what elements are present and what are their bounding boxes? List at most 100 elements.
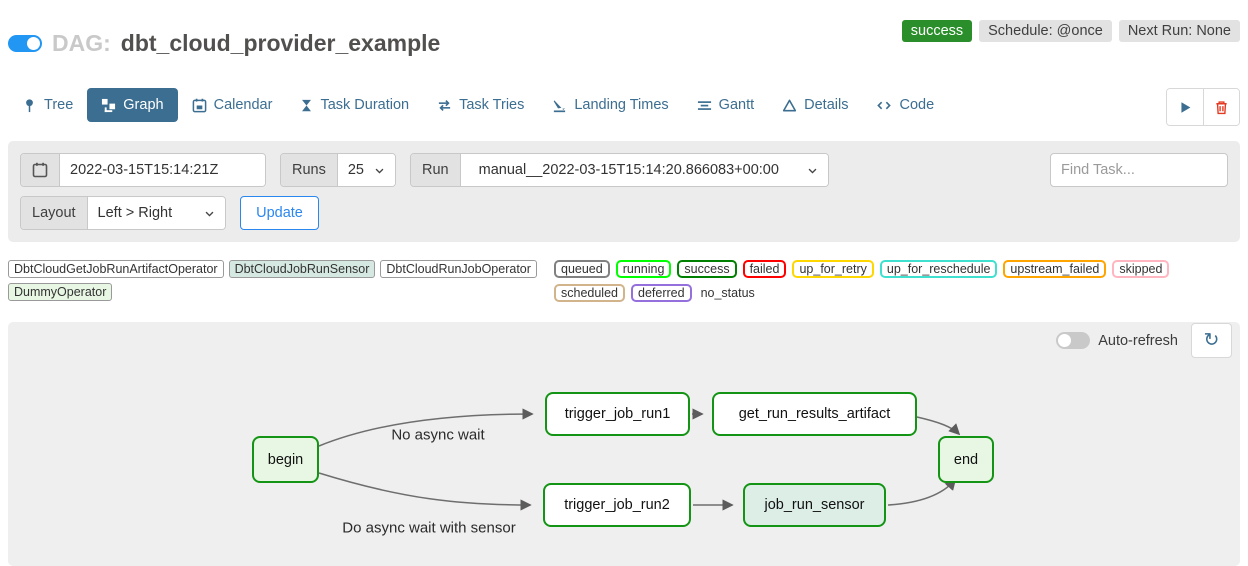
header: DAG: dbt_cloud_provider_example success … [0,0,1248,70]
layout-value: Left > Right [97,205,173,221]
graph-panel: Auto-refresh ↻ No async wait Do async wa… [8,322,1240,566]
tab-task-tries[interactable]: Task Tries [423,88,538,122]
state-badge-running[interactable]: running [615,260,672,278]
state-badge-failed[interactable]: failed [742,260,787,278]
graph-node-trigger-job-run1[interactable]: trigger_job_run1 [545,392,690,436]
tab-label: Task Duration [320,97,410,113]
operator-badge: DbtCloudGetJobRunArtifactOperator [8,260,224,278]
dag-action-buttons [1166,88,1240,126]
page-title: dbt_cloud_provider_example [120,30,441,56]
graph-node-end[interactable]: end [938,436,994,483]
edge-sensor-end [887,478,957,506]
graph-node-get-run-results-artifact[interactable]: get_run_results_artifact [712,392,917,436]
tab-task-duration[interactable]: Task Duration [286,88,423,122]
state-badge-scheduled[interactable]: scheduled [554,284,625,302]
tab-bar: Tree Graph Calendar Task Duration Task T… [8,88,1240,126]
calendar-addon[interactable] [21,154,60,186]
details-icon [783,99,797,111]
runs-value: 25 [347,162,364,178]
tab-tree[interactable]: Tree [8,88,87,122]
hourglass-icon [302,99,312,111]
tab-label: Calendar [213,97,273,113]
tab-label: Code [899,97,935,113]
operator-badge: DummyOperator [8,283,113,301]
tree-icon [26,98,33,112]
refresh-button[interactable]: ↻ [1191,323,1232,358]
state-badge-upstream-failed[interactable]: upstream_failed [1003,260,1107,278]
auto-refresh-label: Auto-refresh [1098,332,1178,349]
operator-badge: DbtCloudJobRunSensor [228,260,376,278]
graph-node-begin[interactable]: begin [252,436,319,483]
state-badge-queued[interactable]: queued [554,260,610,278]
edge-label-async-sensor: Do async wait with sensor [342,519,516,537]
status-badge[interactable]: success [901,20,973,42]
tab-label: Task Tries [459,97,525,113]
operator-badge: DbtCloudRunJobOperator [380,260,537,278]
edge-artifact-end [916,416,961,436]
dag-pause-toggle[interactable] [8,35,42,52]
execution-date-group [20,153,266,187]
filter-panel: Runs 25 Run manual__2022-03-15T15:14:20.… [8,141,1240,242]
chevron-down-icon [205,211,214,217]
header-badges: success Schedule: @once Next Run: None [901,20,1240,42]
toggle-knob [27,37,40,50]
tab-graph[interactable]: Graph [87,88,178,122]
tab-code[interactable]: Code [862,88,948,122]
refresh-icon: ↻ [1203,330,1220,351]
code-icon [877,101,892,109]
chevron-down-icon [808,168,817,174]
runs-label: Runs [281,154,338,186]
landing-icon [554,99,566,112]
play-icon [1180,101,1190,113]
state-badge-success[interactable]: success [677,260,737,278]
tab-details[interactable]: Details [768,88,862,122]
auto-refresh-control: Auto-refresh [1056,332,1178,349]
state-badge-skipped[interactable]: skipped [1112,260,1170,278]
tab-label: Gantt [718,97,755,113]
chevron-down-icon [375,168,384,174]
calendar-icon [32,162,48,178]
state-badge-deferred[interactable]: deferred [631,284,692,302]
state-badge-up-for-retry[interactable]: up_for_retry [792,260,874,278]
tab-landing-times[interactable]: Landing Times [538,88,682,122]
runs-group: Runs 25 [280,153,396,187]
execution-date-input[interactable] [60,154,265,186]
edge-begin-trigger1 [318,408,534,447]
graph-node-job-run-sensor[interactable]: job_run_sensor [743,483,886,527]
layout-select[interactable]: Left > Right [87,197,226,229]
dag-edges [318,408,961,511]
operator-legend: DbtCloudGetJobRunArtifactOperator DbtClo… [8,260,554,301]
graph-node-trigger-job-run2[interactable]: trigger_job_run2 [543,483,691,527]
schedule-badge: Schedule: @once [979,20,1112,42]
state-badge-up-for-reschedule[interactable]: up_for_reschedule [879,260,998,278]
find-task-input[interactable] [1050,153,1228,187]
gantt-icon [697,100,711,110]
next-run-badge: Next Run: None [1118,20,1240,42]
calendar-icon [192,98,206,112]
runs-select[interactable]: 25 [337,154,395,186]
layout-label: Layout [21,197,88,229]
graph-icon [102,98,116,112]
run-select[interactable]: manual__2022-03-15T15:14:20.866083+00:00 [460,154,828,186]
edge-label-no-async: No async wait [391,426,485,444]
run-group: Run manual__2022-03-15T15:14:20.866083+0… [410,153,829,187]
edge-begin-trigger2 [318,472,532,511]
tab-gantt[interactable]: Gantt [683,88,768,122]
tab-label: Landing Times [574,97,669,113]
state-legend: queued running success failed up_for_ret… [554,260,1240,302]
repeat-icon [438,99,451,111]
trigger-dag-button[interactable] [1167,89,1203,125]
update-button[interactable]: Update [240,196,319,230]
auto-refresh-toggle[interactable] [1056,332,1091,349]
tab-label: Tree [44,97,74,113]
tab-label: Details [804,97,849,113]
state-label-no-status: no_status [700,286,755,300]
delete-dag-button[interactable] [1203,89,1239,125]
dag-prefix-label: DAG: [52,30,111,56]
run-value: manual__2022-03-15T15:14:20.866083+00:00 [478,162,779,178]
layout-group: Layout Left > Right [20,196,227,230]
toggle-knob [1058,334,1072,347]
legend-bar: DbtCloudGetJobRunArtifactOperator DbtClo… [8,260,1240,302]
tab-calendar[interactable]: Calendar [178,88,287,122]
run-label: Run [411,154,461,186]
